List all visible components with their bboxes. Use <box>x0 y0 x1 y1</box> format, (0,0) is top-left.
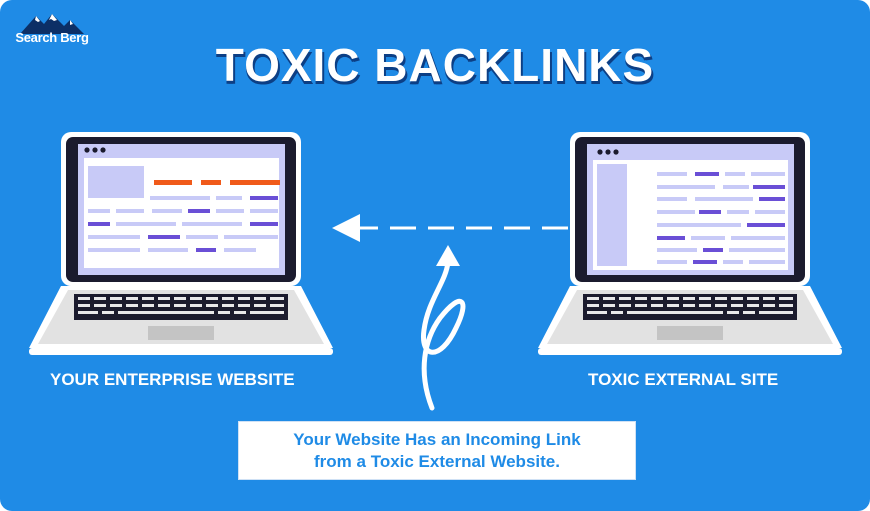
enterprise-site-caption: YOUR ENTERPRISE WEBSITE <box>50 370 295 390</box>
dashed-link-arrow <box>332 214 568 242</box>
callout-line-1: Your Website Has an Incoming Link <box>293 429 580 451</box>
explanation-callout: Your Website Has an Incoming Link from a… <box>238 421 636 480</box>
toxic-site-caption: TOXIC EXTERNAL SITE <box>588 370 778 390</box>
curly-arrow <box>423 245 462 408</box>
callout-line-2: from a Toxic External Website. <box>314 451 560 473</box>
